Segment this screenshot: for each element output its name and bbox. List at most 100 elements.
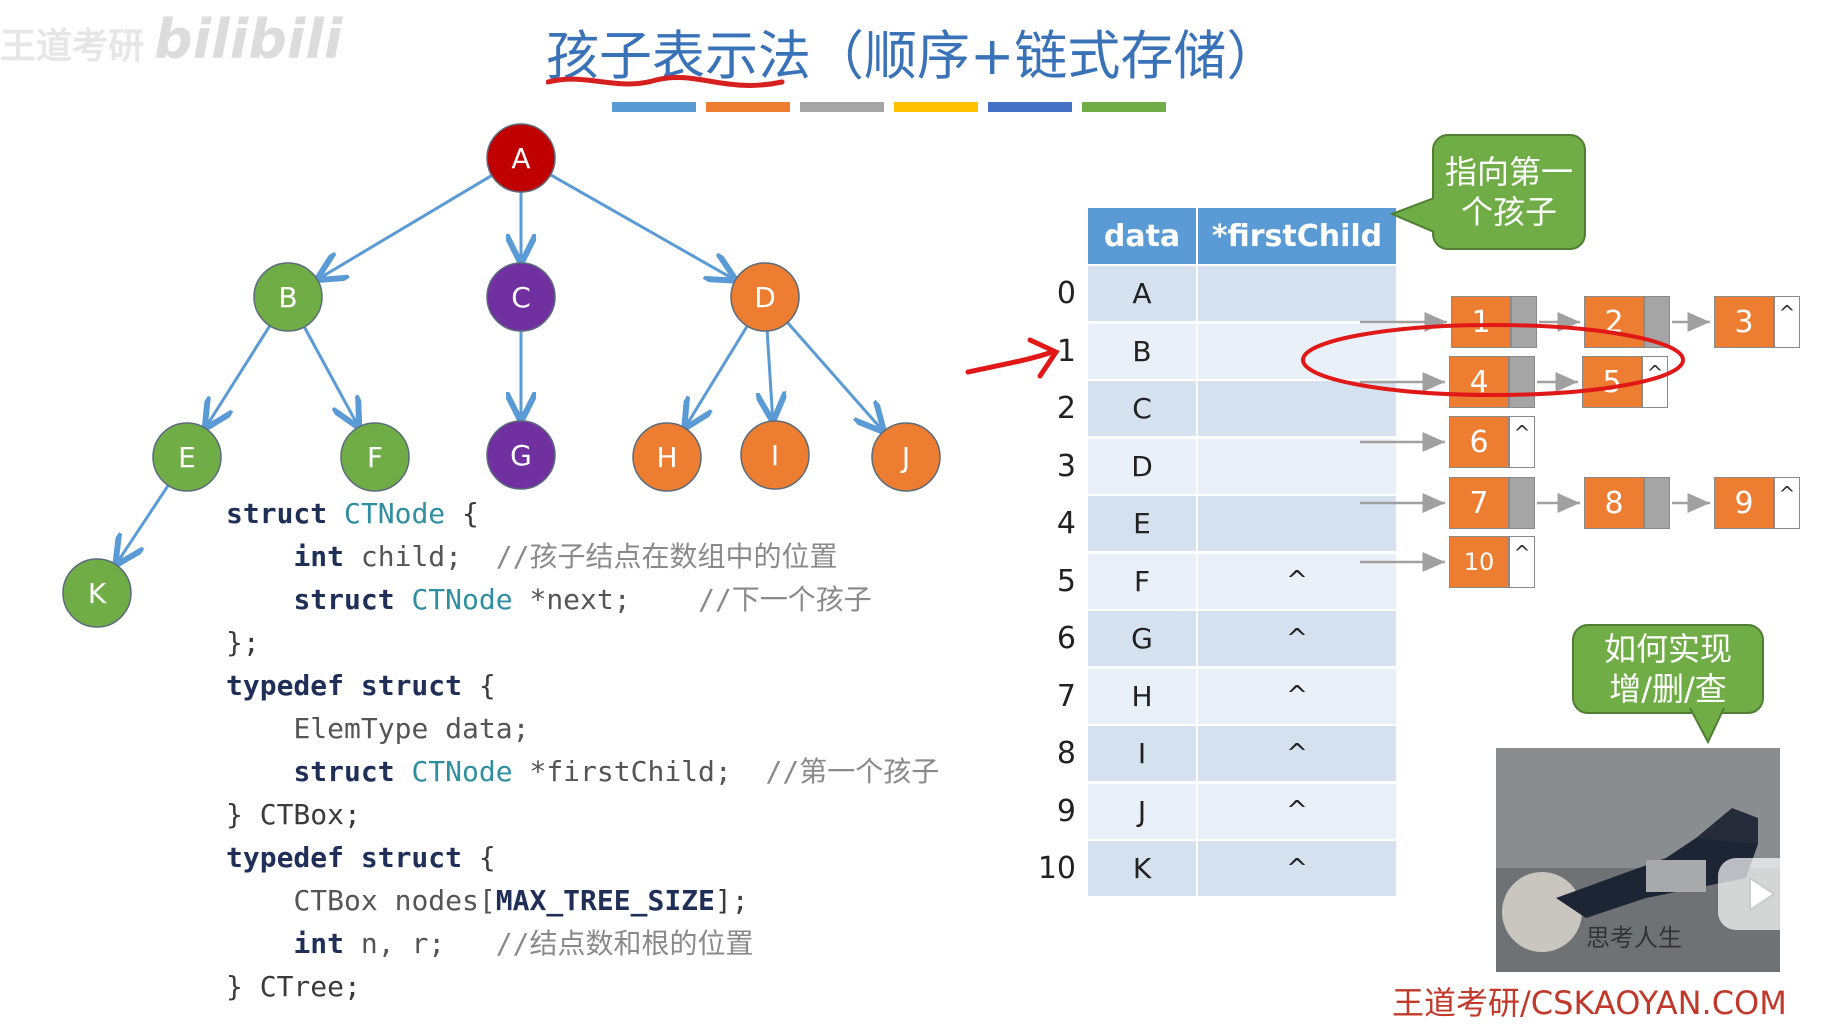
tree-edge-D-J: [786, 321, 882, 430]
table-row: H^: [1088, 668, 1396, 726]
code-identifier: n, r;: [344, 927, 446, 960]
photo-caption: 思考人生: [1586, 924, 1682, 952]
table-cell-data: H: [1088, 668, 1196, 724]
code-text: {: [462, 841, 496, 874]
tree-node-F: F: [340, 422, 410, 492]
callout-operations: 如何实现 增/删/查: [1572, 624, 1764, 714]
callout-tail: [1389, 197, 1435, 233]
footer-brand: 王道考研/CSKAOYAN.COM: [1392, 984, 1787, 1022]
code-keyword: struct: [226, 497, 328, 530]
table-row: G^: [1088, 611, 1396, 668]
svg-text:A: A: [511, 142, 530, 175]
table-row: K^: [1088, 841, 1396, 898]
tree-edge-B-F: [302, 326, 358, 426]
table-cell-data: E: [1088, 496, 1196, 551]
table-cell-data: D: [1088, 438, 1196, 494]
tree-edge-B-E: [206, 324, 272, 427]
code-text: } CTBox;: [226, 798, 361, 831]
code-text: {: [462, 669, 496, 702]
color-bar-segment: [1082, 102, 1166, 112]
table-row-index: 1: [1056, 333, 1076, 369]
code-identifier: *firstChild;: [512, 755, 732, 788]
child-node-next: [1509, 477, 1535, 529]
code-text: };: [226, 626, 260, 659]
play-button[interactable]: [1718, 858, 1800, 930]
code-text: ];: [714, 884, 749, 917]
child-node-value: 3: [1714, 296, 1774, 348]
table-row-index: 0: [1056, 276, 1076, 311]
child-node: 4: [1449, 356, 1535, 408]
tree-edge-A-D: [549, 173, 734, 279]
table-row: A: [1088, 266, 1396, 323]
table-cell-firstchild: ^: [1198, 841, 1396, 896]
child-node-next: ^: [1509, 536, 1535, 588]
child-node-next: [1509, 356, 1535, 408]
table-cell-data: I: [1088, 726, 1196, 781]
table-row: D: [1088, 438, 1396, 496]
table-cell-firstchild: ^: [1198, 668, 1396, 724]
red-annotation-arrowhead: [1027, 337, 1060, 379]
code-type: CTNode: [411, 583, 513, 616]
tree-node-H: H: [632, 422, 702, 492]
code-type: CTNode: [411, 755, 513, 788]
code-block: struct CTNode { int child; //孩子结点在数组中的位置…: [226, 492, 939, 1008]
watermark-text: 王道考研: [0, 26, 145, 67]
svg-text:E: E: [178, 441, 196, 474]
tree-node-A: A: [486, 123, 556, 193]
code-comment: //第一个孩子: [765, 755, 940, 788]
table-cell-data: A: [1088, 266, 1196, 321]
red-annotation-circle: [1301, 323, 1685, 397]
tree-edge-D-I: [767, 330, 773, 419]
child-node-value: 4: [1449, 356, 1509, 408]
child-node-value: 9: [1714, 477, 1774, 529]
table-cell-data: C: [1088, 381, 1196, 436]
table-row-index: 5: [1056, 563, 1076, 599]
table-cell-firstchild: ^: [1198, 611, 1396, 666]
tree-node-I: I: [740, 420, 810, 490]
child-node: 8: [1584, 477, 1670, 529]
child-node-value: 7: [1449, 477, 1509, 529]
svg-text:D: D: [754, 281, 776, 314]
svg-text:G: G: [510, 439, 532, 472]
child-node: 6^: [1449, 416, 1535, 468]
code-keyword: typedef struct: [226, 669, 463, 702]
color-bar-segment: [894, 102, 978, 112]
tree-node-K: K: [62, 558, 132, 628]
bilibili-logo: bilibili: [154, 8, 343, 71]
table-cell-firstchild: ^: [1198, 726, 1396, 781]
svg-text:K: K: [88, 577, 107, 610]
child-node-value: 8: [1584, 477, 1644, 529]
tree-edge-A-B: [319, 174, 493, 278]
table-row: C: [1088, 381, 1396, 438]
table-row-index: 3: [1056, 448, 1076, 484]
code-keyword: struct: [293, 755, 395, 788]
code-identifier: nodes[: [377, 884, 496, 917]
svg-text:I: I: [771, 439, 779, 472]
tree-node-C: C: [486, 262, 556, 332]
code-text: } CTree;: [226, 970, 361, 1003]
svg-text:H: H: [656, 441, 677, 474]
code-macro: MAX_TREE_SIZE: [495, 884, 715, 917]
color-bar-segment: [612, 102, 696, 112]
table-cell-data: G: [1088, 611, 1196, 666]
child-node: 1: [1451, 296, 1537, 348]
svg-text:J: J: [900, 441, 910, 474]
code-text: {: [445, 497, 479, 530]
code-identifier: child;: [344, 540, 463, 573]
child-node-next: [1644, 477, 1670, 529]
code-keyword: struct: [293, 583, 395, 616]
code-keyword: int: [293, 540, 345, 573]
tree-node-J: J: [871, 422, 941, 492]
title-underline-annotation: [546, 75, 785, 88]
child-node: 9^: [1714, 477, 1800, 529]
svg-text:F: F: [367, 441, 383, 474]
code-keyword: int: [293, 927, 345, 960]
child-node-next: ^: [1774, 296, 1800, 348]
table-cell-data: F: [1088, 553, 1196, 609]
table-cell-firstchild: [1198, 266, 1396, 321]
code-identifier: data;: [428, 712, 530, 745]
table-row-index: 2: [1056, 391, 1076, 426]
table-cell-data: K: [1088, 841, 1196, 896]
table-cell-firstchild: [1198, 496, 1396, 551]
